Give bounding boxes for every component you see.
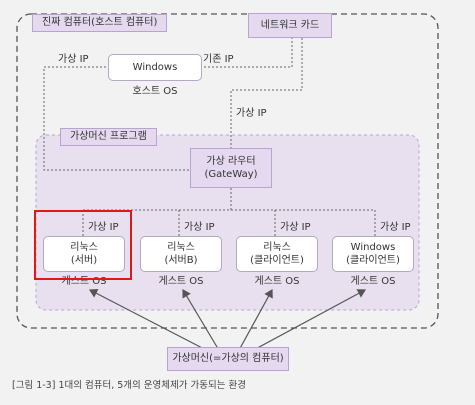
host-os-box: Windows <box>108 54 202 81</box>
router-line2: (GateWay) <box>204 169 258 180</box>
guest-os-box-linux-serverb: 리눅스 (서버B) <box>140 236 222 272</box>
guest-ip-label: 가상 IP <box>88 222 119 233</box>
figure-caption: [그림 1-3] 1대의 컴퓨터, 5개의 운영체제가 가동되는 환경 <box>12 380 246 391</box>
host-computer-label: 진짜 컴퓨터(호스트 컴퓨터) <box>32 14 168 32</box>
network-card-label: 네트워크 카드 <box>260 19 320 31</box>
guest-ip-label: 가상 IP <box>184 222 215 233</box>
highlight-box <box>34 210 132 280</box>
virtual-router-box: 가상 라우터 (GateWay) <box>190 148 272 188</box>
guest-ip-label: 가상 IP <box>280 222 311 233</box>
vm-arrow <box>88 289 211 353</box>
router-uplink-ip-label: 가상 IP <box>236 108 267 119</box>
vm-arrow <box>237 288 273 353</box>
host-computer-area <box>16 13 439 329</box>
guest-os-box-windows-client: Windows (클라이언트) <box>332 236 414 272</box>
guest-os-box-linux-client: 리눅스 (클라이언트) <box>236 236 318 272</box>
guest-role: (클라이언트) <box>250 255 304 266</box>
host-virtual-ip-label: 가상 IP <box>58 54 89 65</box>
virtual-machine-box: 가상머신(=가상의 컴퓨터) <box>167 347 289 371</box>
guest-name: 리눅스 <box>70 241 98 253</box>
host-real-ip-label: 기존 IP <box>203 54 234 65</box>
guest-os-box-linux-server: 리눅스 (서버) <box>43 236 125 272</box>
host-os-router-line <box>43 66 190 171</box>
host-os-name: Windows <box>132 61 178 73</box>
guest-role: (클라이언트) <box>346 255 400 266</box>
guest-os-caption: 게스트 OS <box>350 276 396 287</box>
router-line1: 가상 라우터 <box>206 155 256 167</box>
guest-name: 리눅스 <box>167 241 195 253</box>
guest-os-caption: 게스트 OS <box>158 276 204 287</box>
vm-arrow <box>182 288 221 353</box>
vm-arrow <box>249 289 367 353</box>
guest-os-caption: 게스트 OS <box>254 276 300 287</box>
guest-name: 리눅스 <box>263 241 291 253</box>
guest-role: (서버B) <box>164 255 198 266</box>
guest-os-caption: 게스트 OS <box>61 276 107 287</box>
guest-ip-label: 가상 IP <box>380 222 411 233</box>
host-os-caption: 호스트 OS <box>132 86 178 97</box>
guest-name: Windows <box>350 241 396 253</box>
network-card-box: 네트워크 카드 <box>248 13 332 38</box>
vm-program-label: 가상머신 프로그램 <box>60 128 157 146</box>
host-os-nic-line <box>200 38 293 68</box>
nic-link-line <box>230 38 303 148</box>
guest-role: (서버) <box>70 255 98 266</box>
virtual-machine-label: 가상머신(=가상의 컴퓨터) <box>172 353 284 365</box>
